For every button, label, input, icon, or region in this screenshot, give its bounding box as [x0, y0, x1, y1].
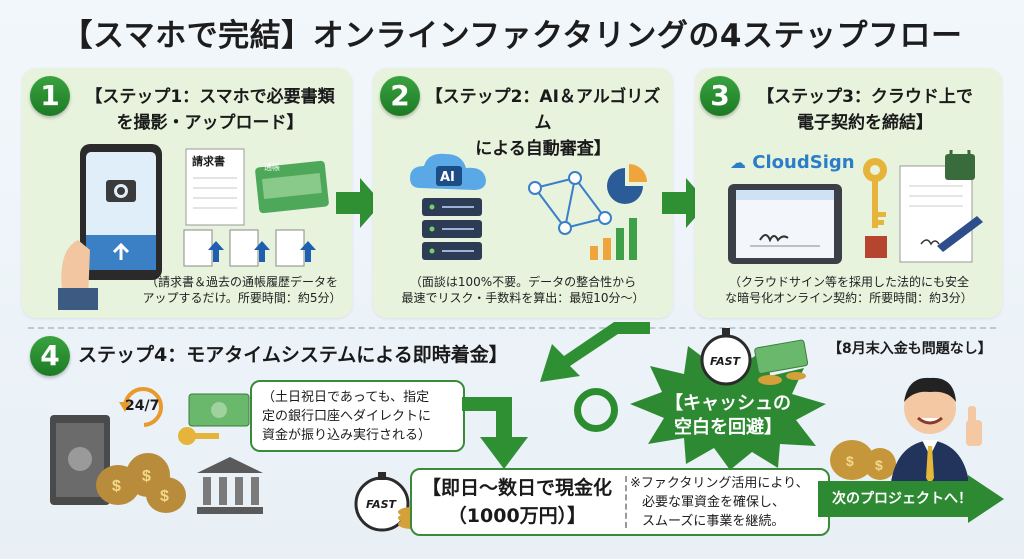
cloud-icon: ☁ — [730, 153, 746, 172]
step2-caption-line2: 最速でリスク・手数料を算出：最短10分〜） — [401, 291, 645, 305]
burst-line2: 空白を回避】 — [674, 417, 782, 438]
step2-caption: （面談は100%不要。データの整合性から 最速でリスク・手数料を算出：最短10分… — [376, 274, 670, 306]
bank-building-icon — [197, 457, 263, 514]
step3-heading-line2: 電子契約を締結】 — [797, 113, 933, 133]
section-divider — [28, 327, 996, 329]
ai-label: AI — [440, 170, 455, 185]
badge-247: 24/7 — [125, 398, 160, 414]
step4-note-box: （土日祝日であっても、指定 定の銀行口座へダイレクトに 資金が振り込み実行される… — [250, 380, 465, 452]
passbook-label: 通帳 — [264, 163, 280, 172]
svg-text:$: $ — [875, 457, 883, 473]
passbook-icon — [255, 160, 329, 214]
cloudsign-logo: ☁ CloudSign — [730, 152, 855, 173]
svg-text:$: $ — [160, 488, 169, 505]
step3-heading: 【ステップ3：クラウド上で 電子契約を締結】 — [740, 84, 990, 136]
svg-text:$: $ — [142, 468, 151, 485]
cycle-247-icon — [119, 387, 163, 427]
step1-heading-line2: を撮影・アップロード】 — [116, 113, 304, 133]
side-note-line1: ※ファクタリング活用により、 — [630, 476, 809, 491]
invoice-document-icon — [185, 148, 245, 226]
arrow-down-left-icon — [540, 322, 650, 382]
side-note-line3: スムーズに事業を継続。 — [642, 514, 785, 529]
step3-caption: （クラウドサイン等を採用した法的にも安全 な暗号化オンライン契約：所要時間：約3… — [700, 274, 998, 306]
ai-cloud-server-icon — [410, 153, 486, 260]
result-heading: 【即日〜数日で現金化 （1000万円）】 — [412, 474, 622, 530]
step2-number: 2 — [380, 76, 420, 116]
network-chart-icon — [528, 164, 647, 260]
result-line1: 【即日〜数日で現金化 — [421, 477, 612, 499]
businessman-thumbs-up-icon: $$ — [830, 377, 982, 490]
tablet-signature-icon — [728, 184, 842, 264]
right-label: 【8月末入金も問題なし】 — [828, 341, 992, 357]
svg-text:$: $ — [846, 453, 854, 469]
fast-stopwatch-money-icon — [700, 328, 809, 386]
burst-text: 【キャッシュの 空白を回避】 — [648, 392, 808, 440]
svg-text:$: $ — [112, 478, 121, 495]
page-title: 【スマホで完結】オンラインファクタリングの4ステップフロー — [61, 18, 963, 54]
side-note-line2: 必要な軍資金を確保し、 — [642, 495, 786, 510]
next-project-label: 次のプロジェクトへ！ — [832, 491, 972, 507]
ok-circle-mark: O — [574, 388, 618, 432]
step2-heading: 【ステップ2：AI＆アルゴリズム による自動審査】 — [418, 84, 668, 162]
step1-caption-line2: アップするだけ。所要時間：約5分） — [142, 291, 342, 305]
step2-heading-line1: 【ステップ2：AI＆アルゴリズム — [425, 87, 661, 133]
step2-heading-line2: による自動審査】 — [475, 139, 611, 159]
step4-note-line3: 資金が振り込み実行される） — [262, 428, 432, 443]
step3-caption-line1: （クラウドサイン等を採用した法的にも安全 — [728, 275, 969, 289]
burst-line1: 【キャッシュの — [665, 393, 791, 414]
step1-heading: 【ステップ1：スマホで必要書類 を撮影・アップロード】 — [74, 84, 346, 136]
step1-caption: （請求書＆過去の通帳履歴データを アップするだけ。所要時間：約5分） — [122, 274, 362, 306]
step2-caption-line1: （面談は100%不要。データの整合性から — [409, 275, 637, 289]
next-arrow-shape — [818, 475, 1004, 523]
invoice-label: 請求書 — [192, 155, 225, 168]
upload-files-icon — [183, 229, 316, 267]
step1-heading-line1: 【ステップ1：スマホで必要書類 — [85, 87, 335, 107]
step3-number: 3 — [700, 76, 740, 116]
arrow-bend-down-icon — [462, 397, 528, 469]
step3-heading-line1: 【ステップ3：クラウド上で — [757, 87, 973, 107]
result-box — [410, 468, 830, 536]
phone-camera-icon — [58, 144, 162, 310]
step4-note-line2: 定の銀行口座へダイレクトに — [262, 409, 432, 424]
arrow-right-icon — [336, 178, 382, 228]
step1-number: 1 — [30, 76, 70, 116]
result-divider — [625, 476, 627, 528]
side-note: ※ファクタリング活用により、 必要な軍資金を確保し、 スムーズに事業を継続。 — [630, 474, 830, 531]
result-line2: （1000万円）】 — [447, 505, 587, 527]
step4-note-line1: （土日祝日であっても、指定 — [262, 390, 430, 405]
step3-caption-line2: な暗号化オンライン契約：所要時間：約3分） — [725, 291, 973, 305]
burst-shape — [630, 340, 826, 470]
fast-label-2: FAST — [710, 355, 741, 368]
bill-key-icon — [178, 393, 250, 445]
step4-heading: ステップ4：モアタイムシステムによる即時着金】 — [78, 344, 508, 366]
step4-number: 4 — [30, 336, 70, 376]
key-contract-lock-icon — [863, 150, 983, 263]
fast-label-1: FAST — [366, 498, 397, 511]
step1-caption-line1: （請求書＆過去の通帳履歴データを — [145, 275, 338, 289]
cloudsign-label: CloudSign — [752, 152, 855, 173]
safe-money-icon: $ $ $ — [50, 415, 186, 513]
